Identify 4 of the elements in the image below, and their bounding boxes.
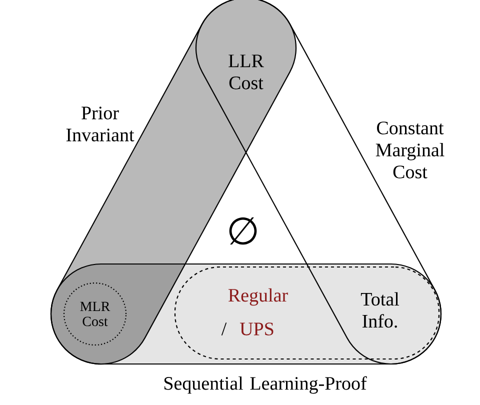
empty-set-symbol: ∅	[229, 217, 257, 245]
region-label: LLR Cost	[228, 54, 264, 90]
node-label: Sequential Learning-Proof	[164, 376, 367, 394]
region-label: Total Info.	[360, 292, 400, 328]
